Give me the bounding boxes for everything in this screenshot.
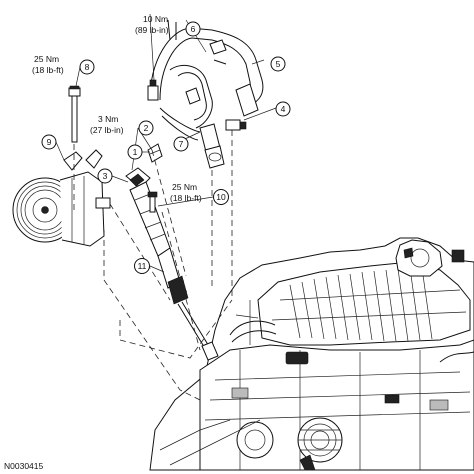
svg-text:3 Nm: 3 Nm — [98, 114, 118, 124]
callout-10: 10 — [213, 189, 229, 205]
camshaft-sensor-and-shaft — [125, 167, 219, 361]
callout-5: 5 — [270, 56, 286, 72]
callout-11: 11 — [134, 258, 150, 274]
clamp-2 — [147, 143, 163, 163]
callout-1: 1 — [127, 144, 143, 160]
svg-text:10 Nm: 10 Nm — [143, 14, 168, 24]
callout-7: 7 — [173, 136, 189, 152]
svg-text:(18 lb-ft): (18 lb-ft) — [170, 193, 202, 203]
callout-3: 3 — [97, 168, 113, 184]
svg-text:7: 7 — [179, 139, 184, 149]
bolt-8 — [68, 85, 81, 143]
callout-8: 8 — [79, 59, 95, 75]
svg-text:6: 6 — [191, 24, 196, 34]
svg-text:25 Nm: 25 Nm — [34, 54, 59, 64]
torque-label-6: 10 Nm (89 lb-in) — [135, 14, 169, 35]
torque-label-2: 3 Nm (27 lb-in) — [90, 114, 124, 135]
figure-id: N0030415 — [4, 461, 44, 471]
svg-text:25 Nm: 25 Nm — [172, 182, 197, 192]
callout-2: 2 — [138, 120, 154, 136]
svg-text:8: 8 — [85, 62, 90, 72]
svg-text:(27 lb-in): (27 lb-in) — [90, 125, 124, 135]
svg-text:3: 3 — [103, 171, 108, 181]
svg-text:5: 5 — [276, 59, 281, 69]
bolt-10 — [147, 191, 158, 213]
svg-text:9: 9 — [47, 137, 52, 147]
assembly-guide-lines — [73, 130, 233, 401]
svg-text:2: 2 — [144, 123, 149, 133]
callout-6: 6 — [185, 21, 201, 37]
power-steering-pump-pulley — [12, 149, 111, 247]
torque-label-8: 25 Nm (18 lb-ft) — [32, 54, 64, 75]
hose-assembly — [147, 19, 264, 169]
svg-text:(18 lb-ft): (18 lb-ft) — [32, 65, 64, 75]
torque-label-10: 25 Nm (18 lb-ft) — [170, 182, 202, 203]
engine-assembly — [149, 237, 474, 471]
svg-text:1: 1 — [133, 147, 138, 157]
svg-text:4: 4 — [281, 104, 286, 114]
svg-text:10: 10 — [216, 192, 226, 202]
svg-text:(89 lb-in): (89 lb-in) — [135, 25, 169, 35]
svg-text:11: 11 — [138, 261, 147, 271]
callout-9: 9 — [41, 134, 57, 150]
callout-4: 4 — [275, 101, 291, 117]
